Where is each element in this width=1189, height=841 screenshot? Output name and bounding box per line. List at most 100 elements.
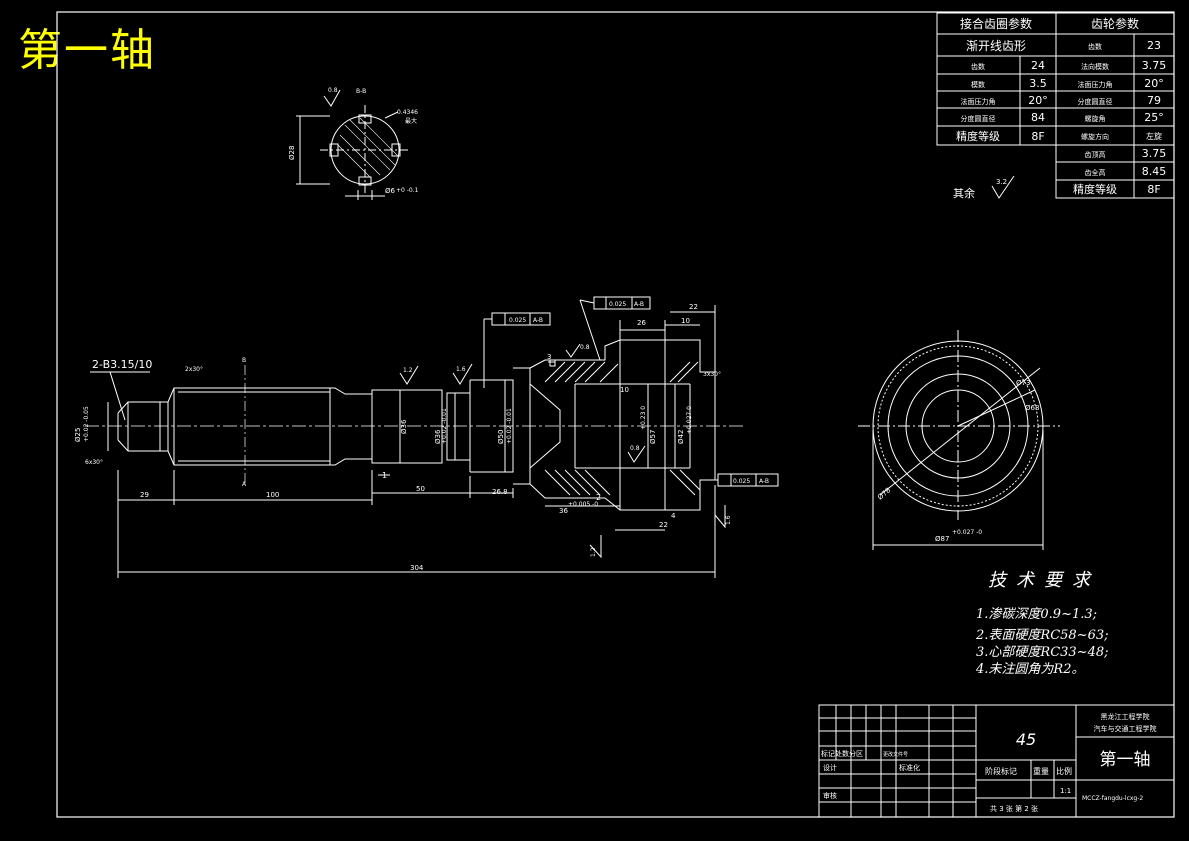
- review-label: 审核: [823, 791, 837, 800]
- tol-frame-2-ref: A-B: [634, 301, 644, 308]
- end-d87: Ø87: [935, 535, 949, 543]
- gear-row-label: 齿全高: [1085, 168, 1106, 177]
- section-width-tol: +0 -0.1: [396, 187, 419, 194]
- gear-row-value: 左旋: [1146, 131, 1162, 141]
- roughness-0-8-b: 0.8: [630, 445, 640, 452]
- gear-row-value: 3.75: [1142, 59, 1167, 72]
- len-3: 3: [547, 353, 551, 361]
- big-title: 第一轴: [18, 25, 156, 76]
- gear-parameter-table: [1055, 12, 1175, 199]
- tol-frame-3-ref: A-B: [759, 478, 769, 485]
- weight-label: 重量: [1033, 766, 1049, 776]
- tol-frame-1-value: 0.025: [509, 317, 526, 324]
- chamfer-left: 2x30°: [185, 366, 203, 373]
- tol-frame-1-ref: A-B: [533, 317, 543, 324]
- shaft-main-view: [85, 296, 779, 578]
- chamfer-right: 3x30°: [703, 371, 721, 378]
- len-26: 26: [637, 319, 646, 327]
- gear-row-label: 齿数: [1088, 42, 1102, 51]
- tol-frame-2-value: 0.025: [609, 301, 626, 308]
- part-name: 第一轴: [1100, 750, 1151, 770]
- gear-row-value: 3.75: [1142, 147, 1167, 160]
- gear-row-label: 精度等级: [1073, 182, 1117, 196]
- angle-left: 6x30°: [85, 459, 103, 466]
- school-2: 汽车与交通工程学院: [1094, 724, 1157, 733]
- row-mark-2: 更改文件号: [883, 751, 908, 758]
- len-26-8: 26.8: [492, 488, 508, 496]
- gear-row-value: 8.45: [1142, 165, 1167, 178]
- end-d73: Ø73: [1016, 379, 1030, 387]
- remainder-roughness: 3.2: [996, 178, 1007, 186]
- school-1: 黑龙江工程学院: [1101, 712, 1150, 721]
- sheet-count: 共 3 张 第 2 张: [990, 804, 1038, 813]
- gear-row-value: 79: [1147, 94, 1161, 107]
- len-50: 50: [416, 485, 425, 493]
- len-1: 1: [382, 471, 387, 480]
- d36-tol: +0.02 -0.01: [441, 408, 448, 444]
- gear-row-value: 8F: [1147, 183, 1160, 196]
- tech-req-item: 3.心部硬度RC33~48;: [976, 645, 1109, 660]
- d42-label: Ø42: [677, 430, 685, 444]
- section-roughness: 0.8: [328, 87, 338, 94]
- tech-req-item: 2.表面硬度RC58~63;: [976, 628, 1109, 643]
- roughness-1-2-a: 1.2: [403, 367, 413, 374]
- len-total: 304: [410, 564, 424, 572]
- len-2: 2: [596, 493, 601, 502]
- gear-row-label: 螺旋方向: [1081, 132, 1109, 141]
- d50-label: Ø50: [497, 430, 505, 444]
- len-4: 4: [671, 512, 676, 520]
- gear-table-header: 齿轮参数: [1091, 16, 1139, 31]
- end-d68: Ø68: [1025, 404, 1039, 412]
- section-view-bb: [296, 89, 410, 200]
- remainder-label: 其余: [953, 186, 975, 200]
- len-22-bottom: 22: [659, 521, 668, 529]
- end-d87-tol: +0.027 -0: [952, 529, 982, 536]
- mesh-row-value: 84: [1031, 111, 1045, 124]
- gear-row-label: 法向模数: [1081, 62, 1109, 71]
- center-hole-spec: 2-B3.15/10: [92, 358, 152, 371]
- gear-row-label: 法面压力角: [1078, 80, 1113, 89]
- scale-label: 比例: [1056, 766, 1072, 776]
- tol-frame-3-value: 0.025: [733, 478, 750, 485]
- mesh-table-header: 接合齿圈参数: [960, 16, 1032, 31]
- scale-value: 1:1: [1060, 787, 1071, 795]
- gear-row-label: 齿顶高: [1085, 150, 1106, 159]
- len-100: 100: [266, 491, 279, 499]
- d50-tol: +0.02 -0.01: [506, 408, 513, 444]
- d57-label: Ø57: [649, 430, 657, 444]
- title-block: [818, 704, 1175, 818]
- roughness-1-6-b: 1.6: [725, 515, 732, 525]
- len-22-top: 22: [689, 303, 698, 311]
- section-width-label: Ø6: [385, 187, 396, 195]
- end-view: [858, 330, 1060, 550]
- sheet-border: [56, 11, 1175, 818]
- len-10b: 10: [620, 386, 629, 394]
- mesh-row-value: 20°: [1028, 94, 1048, 107]
- d36-label: Ø36: [400, 419, 408, 434]
- mesh-row-value: 8F: [1031, 130, 1044, 143]
- mesh-row-label: 齿数: [971, 62, 985, 71]
- section-label: B-B: [356, 88, 366, 95]
- len-36: 36: [559, 507, 568, 515]
- tech-req-title: 技术要求: [988, 570, 1100, 591]
- len-29: 29: [140, 491, 149, 499]
- gear-row-value: 23: [1147, 39, 1161, 52]
- section-mark-b: B: [242, 357, 246, 364]
- section-dim-tol-note: 最大: [405, 117, 417, 125]
- standard-label: 标准化: [899, 763, 920, 772]
- material: 45: [1016, 730, 1036, 749]
- design-label: 设计: [823, 763, 837, 772]
- roughness-1-2-b: 1.2: [590, 547, 597, 557]
- gear-row-label: 分度圆直径: [1078, 97, 1113, 106]
- d57-tol: +0.23 0: [640, 406, 647, 430]
- mesh-row-label: 模数: [971, 80, 985, 89]
- section-mark-a: A: [242, 481, 247, 488]
- mesh-table-profile: 渐开线齿形: [966, 39, 1026, 53]
- row-mark: 标记处数分区: [821, 749, 863, 758]
- d42-tol: +0.027 0: [686, 406, 693, 434]
- mesh-row-value: 3.5: [1029, 77, 1047, 90]
- tech-req-item: 4.未注圆角为R2。: [976, 662, 1085, 677]
- gear-row-value: 20°: [1144, 77, 1164, 90]
